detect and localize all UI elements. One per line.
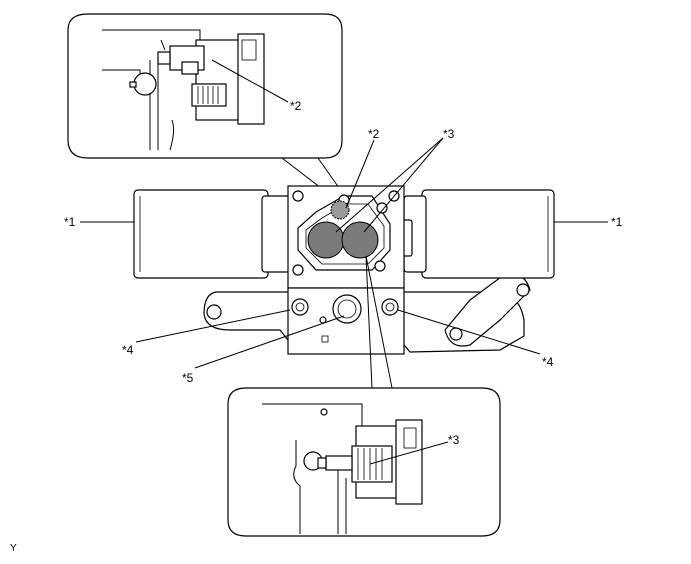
corner-mark: Y [10, 543, 17, 554]
callout-detail-bottom: *3 [448, 433, 460, 447]
callout-detail-top: *2 [290, 99, 302, 113]
callout-motor-left: *1 [64, 215, 76, 229]
solenoid-right [341, 221, 379, 259]
callout-bolt-left: *4 [122, 343, 134, 357]
callout-center-3: *3 [443, 127, 455, 141]
callout-bolt-right: *4 [542, 355, 554, 369]
valve-top [330, 200, 350, 220]
callout-center-2: *2 [368, 127, 380, 141]
main-assembly [80, 137, 608, 389]
solenoid-left [307, 221, 345, 259]
callout-port: *5 [182, 371, 194, 385]
bottom-detail-inset [227, 387, 501, 537]
top-detail-inset [67, 13, 345, 196]
callout-motor-right: *1 [611, 215, 623, 229]
